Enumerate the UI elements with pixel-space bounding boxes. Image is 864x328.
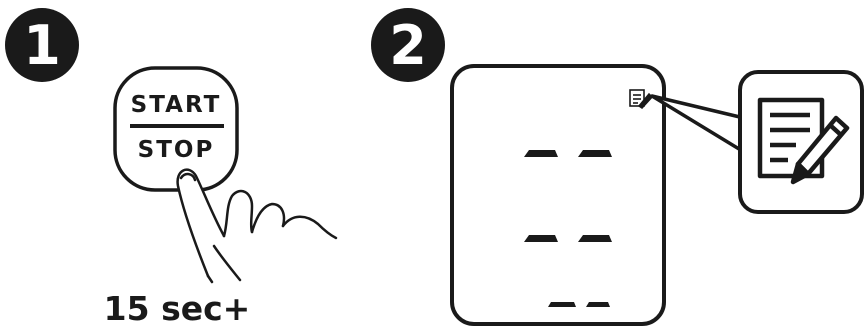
step-1: 1 START STOP 15 sec+ [5,8,336,328]
pinky-finger [283,217,336,238]
step-2-number: 2 [389,14,427,77]
start-label: START [131,92,222,118]
start-stop-button[interactable]: START STOP [115,68,237,190]
ring-finger [252,204,284,232]
segment-dash [524,150,558,157]
middle-finger [224,191,252,236]
thumb-line [214,246,240,280]
wrist-line [208,276,212,282]
duration-label: 15 sec+ [104,289,251,328]
segment-dash [578,235,612,242]
stop-label: STOP [138,137,215,163]
segment-dash [524,235,558,242]
segment-dash [586,302,610,307]
button-outline [115,68,237,190]
step-2: 2 [371,8,862,324]
segment-dash [578,150,612,157]
hand-press-icon [178,170,336,282]
label-divider [130,124,224,128]
segment-dash [548,302,576,307]
step-1-number: 1 [23,14,61,77]
